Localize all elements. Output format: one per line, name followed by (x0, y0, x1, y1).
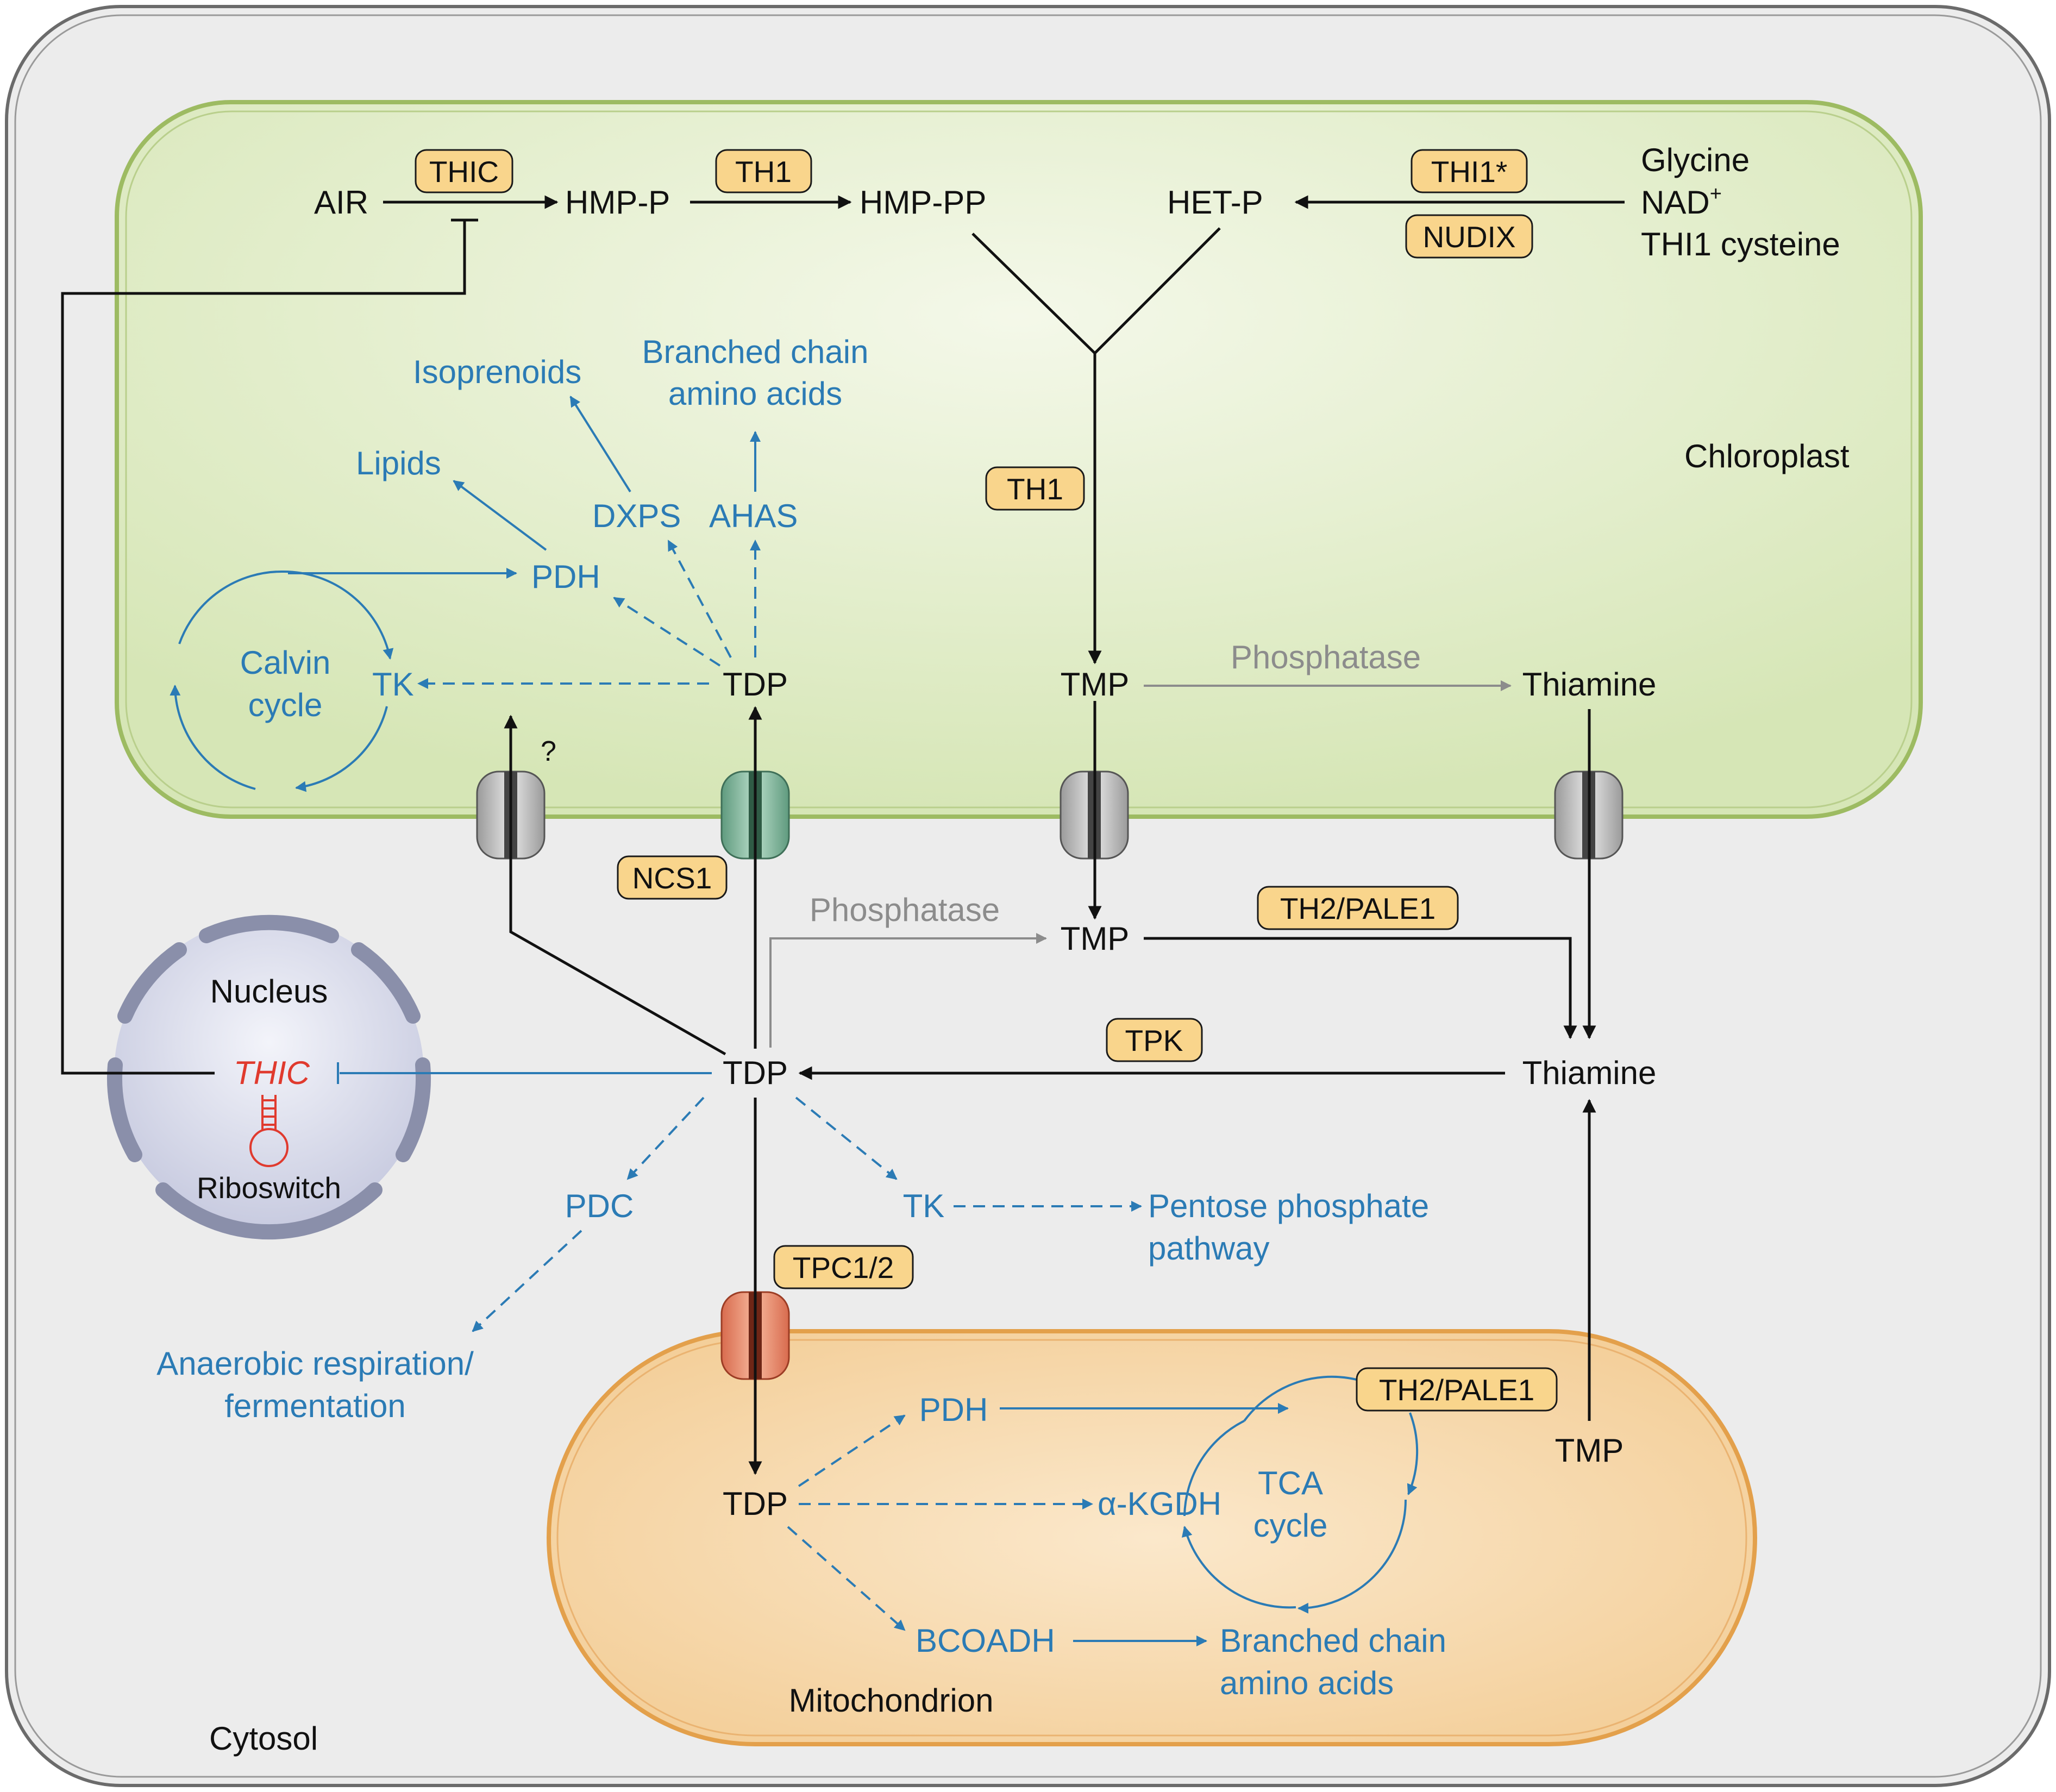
enzyme-th1-top: TH1 (735, 155, 792, 189)
bcoadh-label: BCOADH (916, 1622, 1055, 1659)
tdp-mito-label: TDP (723, 1486, 788, 1522)
enzyme-box-ncs1 (617, 855, 728, 900)
het-p-label: HET-P (1167, 184, 1263, 221)
cytosol-labels: Nucleus THIC Riboswitch TDP Phosphatase … (156, 892, 1656, 1757)
chloroplast-inner-membrane (125, 110, 1913, 809)
tca-cycle-circle (1182, 1375, 1419, 1614)
calvin-cycle-line2: cycle (248, 687, 323, 723)
isoprenoids-label: Isoprenoids (413, 354, 581, 390)
arrow-tdp-to-dxps (667, 540, 732, 658)
air-label: AIR (314, 184, 368, 221)
tmp-chl-label: TMP (1061, 666, 1130, 703)
riboswitch-icon (249, 1095, 289, 1167)
arrow-tdp-to-pdh-chl (613, 597, 721, 667)
tmp-cyt-label: TMP (1061, 920, 1130, 957)
mitochondrion-title: Mitochondrion (789, 1682, 994, 1719)
enzyme-thi1: THI1* (1431, 155, 1508, 189)
tca-cycle-line2: cycle (1253, 1507, 1328, 1544)
thic-gene-label: THIC (234, 1055, 310, 1091)
akgdh-label: α-KGDH (1098, 1486, 1221, 1522)
arrow-pdh-to-lipids (453, 480, 547, 551)
pdh-chl-label: PDH (531, 559, 600, 595)
riboswitch-label: Riboswitch (197, 1171, 341, 1205)
enzyme-box-th2-cyt (1257, 886, 1459, 930)
enzyme-box-thi1 (1411, 149, 1528, 193)
anaerobic-line2: fermentation (224, 1388, 406, 1424)
dxps-label: DXPS (592, 498, 681, 534)
pdc-label: PDC (565, 1188, 634, 1224)
glycine-label: Glycine (1641, 142, 1750, 178)
arrow-cyt-tmp-to-thiamine (1144, 937, 1577, 1039)
tk-cyt-label: TK (903, 1188, 945, 1224)
lipids-label: Lipids (356, 445, 441, 481)
arrow-mito-tdp-to-pdh (798, 1414, 906, 1487)
black-arrows (61, 195, 1625, 1475)
ppp-line2: pathway (1148, 1230, 1269, 1267)
phosphatase-cyt-label: Phosphatase (810, 892, 1000, 928)
mitochondrion-labels: TDP PDH α-KGDH TCA cycle BCOADH Branched… (723, 1392, 1624, 1719)
enzyme-labels: THIC TH1 THI1* NUDIX TH1 NCS1 TH2/PALE1 … (429, 155, 1534, 1407)
chloroplast-body (115, 100, 1923, 819)
unknown-transporter-label: ? (541, 736, 556, 767)
arrow-pdc-to-anaerobic (472, 1230, 582, 1332)
enzyme-box-thic (415, 149, 513, 193)
ppp-line1: Pentose phosphate (1148, 1188, 1429, 1224)
enzyme-th1-mid: TH1 (1007, 472, 1063, 506)
thiamine-chl-label: Thiamine (1522, 666, 1657, 703)
hmp-p-label: HMP-P (565, 184, 670, 221)
nad-label: NAD+ (1641, 183, 1722, 221)
blue-dashed-arrows (417, 540, 1142, 1631)
arrow-dxps-to-isoprenoids (569, 396, 631, 493)
bcaa-mito-line2: amino acids (1220, 1665, 1394, 1701)
grey-arrows (769, 680, 1512, 1048)
enzyme-box-th1-mid (985, 466, 1085, 511)
thi1-cysteine-label: THI1 cysteine (1641, 226, 1840, 262)
calvin-cycle-line1: Calvin (240, 644, 331, 681)
tk-chl-label: TK (372, 666, 414, 703)
enzyme-tpc: TPC1/2 (793, 1251, 894, 1285)
bcaa-chl-line1: Branched chain (642, 334, 869, 370)
ahas-label: AHAS (709, 498, 798, 534)
tca-cycle-line1: TCA (1258, 1465, 1323, 1501)
blue-solid-arrows (170, 396, 1419, 1646)
thic-inhibition-line (61, 220, 466, 1075)
cytosol-title: Cytosol (209, 1720, 318, 1757)
tdp-chl-label: TDP (723, 666, 788, 703)
enzyme-tpk: TPK (1125, 1024, 1183, 1057)
chloroplast-labels: AIR HMP-P HMP-PP HET-P Glycine NAD+ THI1… (240, 142, 1850, 767)
arrow-tdp-to-tk-cyt (795, 1096, 898, 1180)
enzyme-boxes (415, 149, 1558, 1412)
bcaa-chl-line2: amino acids (668, 375, 842, 412)
enzyme-th2-cyt: TH2/PALE1 (1280, 892, 1436, 925)
bcaa-mito-line1: Branched chain (1220, 1622, 1446, 1659)
enzyme-thic: THIC (429, 155, 499, 189)
enzyme-box-th2-mito (1356, 1367, 1558, 1412)
hmp-pp-label: HMP-PP (860, 184, 986, 221)
enzyme-ncs1: NCS1 (632, 861, 712, 895)
enzyme-box-tpc (773, 1245, 914, 1289)
nucleus-title: Nucleus (210, 973, 328, 1010)
enzyme-box-nudix (1405, 214, 1533, 259)
mitochondrion-body (547, 1329, 1757, 1746)
arrow-cyt-phosphatase (769, 933, 1047, 1048)
arrow-cyt-tdp-to-unknown (504, 715, 726, 1056)
chloroplast-title: Chloroplast (1684, 438, 1850, 474)
pdh-mito-label: PDH (919, 1392, 988, 1428)
arrow-mito-tdp-to-bcoadh (787, 1526, 906, 1631)
tdp-cyt-label: TDP (723, 1055, 788, 1091)
cell-inner-membrane (14, 14, 2042, 1778)
thiamine-cyt-label: Thiamine (1522, 1055, 1657, 1091)
mitochondrion-inner-membrane (556, 1339, 1747, 1737)
enzyme-nudix: NUDIX (1422, 220, 1515, 254)
enzyme-th2-mito: TH2/PALE1 (1379, 1373, 1534, 1407)
phosphatase-chl-label: Phosphatase (1231, 639, 1421, 675)
enzyme-box-tpk (1106, 1018, 1203, 1062)
tmp-mito-label: TMP (1555, 1432, 1624, 1469)
anaerobic-line1: Anaerobic respiration/ (156, 1345, 474, 1382)
calvin-cycle-circle (170, 570, 394, 792)
nucleus (106, 914, 431, 1240)
enzyme-box-th1-top (715, 149, 812, 193)
